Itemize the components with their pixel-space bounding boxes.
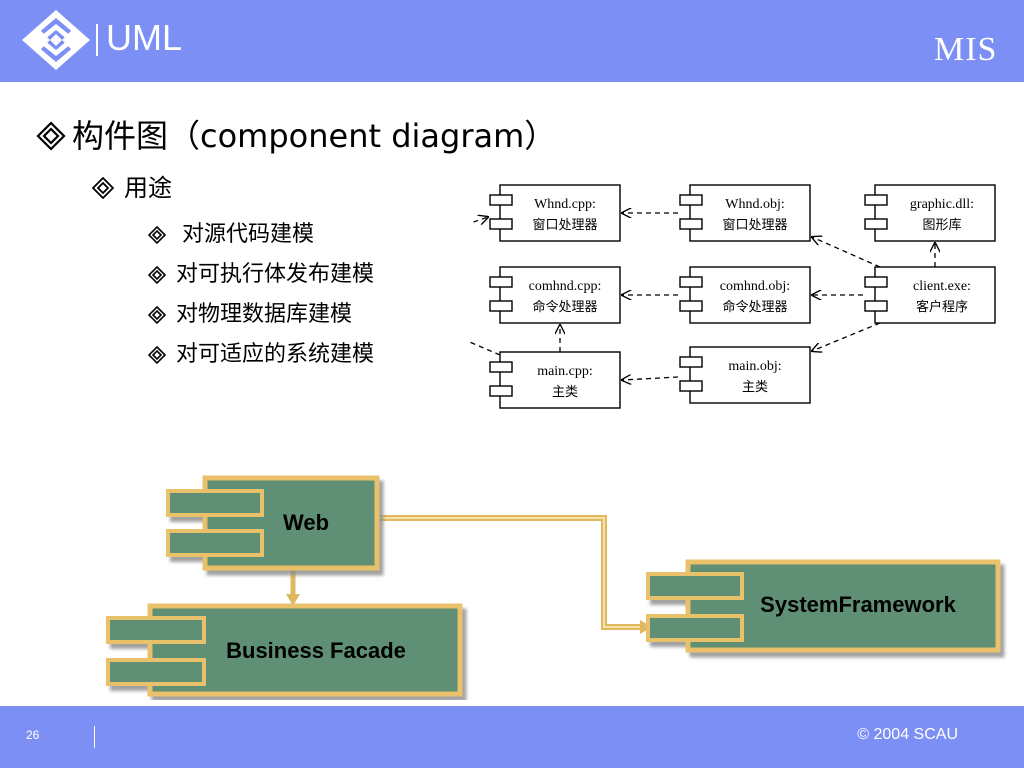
uml-label-name: client.exe: <box>913 279 971 294</box>
uml-label-name: Whnd.cpp: <box>534 197 596 212</box>
list-item-text: 对物理数据库建模 <box>176 302 353 327</box>
uml-box-whnd-obj: Whnd.obj: 窗口处理器 <box>679 184 811 242</box>
header-title: UML <box>106 17 183 58</box>
uml-label-desc: 窗口处理器 <box>722 217 787 233</box>
logo-icon <box>22 10 90 70</box>
diamond-bullet-icon <box>148 226 166 244</box>
diamond-bullet-icon <box>36 121 66 151</box>
uml-label-desc: 窗口处理器 <box>532 217 597 233</box>
uml-label-desc: 命令处理器 <box>722 299 787 315</box>
dep-client-mainobj <box>812 322 881 351</box>
brand-logo: MIS <box>934 31 998 68</box>
uml-label-name: comhnd.obj: <box>720 279 790 294</box>
uml-label-desc: 主类 <box>742 380 768 395</box>
heading-text: 构件图（component diagram） <box>72 117 557 155</box>
subheading-text: 用途 <box>124 174 172 202</box>
component-business-facade <box>106 603 463 697</box>
uml-label-desc: 主类 <box>552 385 578 400</box>
header-divider <box>96 24 98 56</box>
header-bar: UML MIS <box>0 0 1024 82</box>
component-web <box>166 475 380 571</box>
component-diagram: Web Business Facade SystemFramework <box>106 475 1001 697</box>
uml-label-name: graphic.dll: <box>910 197 974 212</box>
footer-divider <box>94 726 95 748</box>
component-label-business-facade: Business Facade <box>226 638 406 663</box>
uml-label-name: comhnd.cpp: <box>529 279 602 294</box>
list-item-text: 对可适应的系统建模 <box>176 342 375 367</box>
component-label-systemframework: SystemFramework <box>760 592 956 617</box>
copyright-text: © 2004 SCAU <box>857 726 958 743</box>
uml-component-diagram: Whnd.cpp: 窗口处理器 Whnd.obj: 窗口处理器 graphic.… <box>470 184 996 409</box>
uml-dependencies <box>470 213 935 380</box>
diamond-bullet-icon <box>148 346 166 364</box>
list-item-text: 对可执行体发布建模 <box>176 262 375 287</box>
component-systemframework <box>646 559 1001 653</box>
diamond-bullet-icon <box>148 306 166 324</box>
component-connectors <box>286 515 652 634</box>
uml-box-client-exe: client.exe: 客户程序 <box>864 266 996 324</box>
uml-label-desc: 图形库 <box>922 217 961 233</box>
bullet-level2: 用途 <box>92 168 172 208</box>
list-item-text: 对源代码建模 <box>182 222 315 247</box>
dep-main-whnd <box>470 217 501 356</box>
dep-mainobj-maincpp <box>622 377 679 380</box>
uml-label-desc: 客户程序 <box>916 299 968 315</box>
uml-label-name: Whnd.obj: <box>725 197 785 212</box>
page-number: 26 <box>26 728 40 742</box>
uml-box-whnd-cpp: Whnd.cpp: 窗口处理器 <box>489 184 621 242</box>
bullet-level3-item: 对物理数据库建模 <box>148 298 352 332</box>
uml-box-main-obj: main.obj: 主类 <box>679 346 811 404</box>
diamond-bullet-icon <box>92 177 114 199</box>
uml-label-desc: 命令处理器 <box>532 299 597 315</box>
uml-label-name: main.cpp: <box>537 364 593 379</box>
uml-box-comhnd-obj: comhnd.obj: 命令处理器 <box>679 266 811 324</box>
uml-box-graphic-dll: graphic.dll: 图形库 <box>864 184 996 242</box>
bullet-level3-item: 对可执行体发布建模 <box>148 258 374 292</box>
component-label-web: Web <box>283 510 329 535</box>
uml-box-comhnd-cpp: comhnd.cpp: 命令处理器 <box>489 266 621 324</box>
bullet-level3-item: 对源代码建模 <box>148 218 314 252</box>
uml-box-main-cpp: main.cpp: 主类 <box>489 351 621 409</box>
uml-label-name: main.obj: <box>728 359 781 374</box>
bullet-level3-item: 对可适应的系统建模 <box>148 338 374 372</box>
footer-bar: 26 © 2004 SCAU <box>0 706 1024 768</box>
diamond-bullet-icon <box>148 266 166 284</box>
bullet-level1: 构件图（component diagram） <box>36 110 556 162</box>
dep-client-whndobj <box>812 237 881 268</box>
